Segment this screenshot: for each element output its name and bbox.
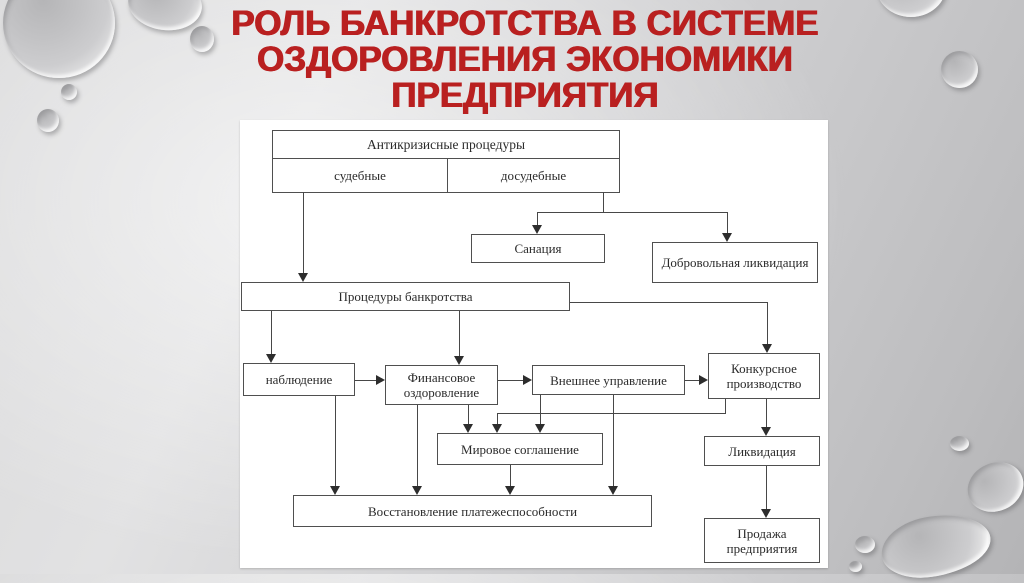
water-droplet	[876, 0, 946, 17]
edge-line	[613, 395, 614, 487]
edge-line	[355, 380, 377, 381]
node-observation: наблюдение	[243, 363, 355, 396]
edge-line	[335, 396, 336, 487]
arrowhead-down	[492, 424, 502, 433]
arrowhead-right	[376, 375, 385, 385]
arrowhead-down	[535, 424, 545, 433]
edge-line	[498, 380, 524, 381]
water-droplet	[959, 453, 1024, 521]
edge-line	[303, 192, 304, 274]
edge-line	[685, 380, 700, 381]
water-droplet	[941, 51, 978, 88]
edge-line	[603, 192, 604, 213]
water-droplet	[849, 561, 862, 572]
arrowhead-down	[762, 344, 772, 353]
node-competitive-proceedings: Конкурсное производство	[708, 353, 820, 399]
node-prejudicial: досудебные	[500, 167, 567, 183]
arrowhead-down	[454, 356, 464, 365]
arrowhead-down	[298, 273, 308, 282]
edge-line	[725, 399, 726, 414]
node-financial-recovery: Финансовое оздоровление	[385, 365, 498, 405]
edge-line	[766, 399, 767, 428]
node-sanation: Санация	[471, 234, 605, 263]
arrowhead-down	[412, 486, 422, 495]
edge-line	[459, 311, 460, 357]
arrowhead-down	[505, 486, 515, 495]
edge-line	[540, 395, 541, 425]
water-droplet	[3, 0, 115, 78]
node-settlement-agreement: Мировое соглашение	[437, 433, 603, 465]
edge-line	[570, 302, 768, 303]
edge-line	[417, 405, 418, 487]
node-judicial: судебные	[273, 159, 448, 192]
arrowhead-down	[761, 509, 771, 518]
arrowhead-right	[523, 375, 532, 385]
arrowhead-down	[266, 354, 276, 363]
water-droplet	[190, 26, 214, 52]
node-anticrisis-label: Антикризисные процедуры	[273, 131, 619, 159]
arrowhead-right	[699, 375, 708, 385]
water-droplet	[37, 109, 59, 132]
water-droplet	[61, 84, 77, 100]
arrowhead-down	[532, 225, 542, 234]
arrowhead-down	[722, 233, 732, 242]
node-liquidation: Ликвидация	[704, 436, 820, 466]
arrowhead-down	[463, 424, 473, 433]
edge-line	[537, 212, 728, 213]
edge-line	[468, 405, 469, 425]
node-solvency-restoration: Восстановление платежеспособности	[293, 495, 652, 527]
water-droplet	[855, 536, 875, 553]
node-external-management: Внешнее управление	[532, 365, 685, 395]
edge-line	[537, 212, 538, 226]
node-voluntary-liquidation: Добровольная ликвидация	[652, 242, 818, 283]
slide-title: РОЛЬ БАНКРОТСТВА В СИСТЕМЕ ОЗДОРОВЛЕНИЯ …	[231, 4, 819, 115]
edge-line	[766, 466, 767, 510]
water-droplet	[877, 508, 995, 583]
edge-line	[497, 413, 498, 425]
node-bankruptcy-procedures: Процедуры банкротства	[241, 282, 570, 311]
arrowhead-down	[330, 486, 340, 495]
diagram-panel: Антикризисные процедуры судебные досудеб…	[240, 120, 828, 568]
edge-line	[510, 465, 511, 487]
edge-line	[271, 311, 272, 355]
arrowhead-down	[608, 486, 618, 495]
node-enterprise-sale: Продажа предприятия	[704, 518, 820, 563]
edge-line	[727, 212, 728, 234]
arrowhead-down	[761, 427, 771, 436]
water-droplet	[950, 436, 969, 451]
edge-line	[497, 413, 726, 414]
node-anticrisis-procedures: Антикризисные процедуры судебные досудеб…	[272, 130, 620, 193]
edge-line	[767, 302, 768, 345]
